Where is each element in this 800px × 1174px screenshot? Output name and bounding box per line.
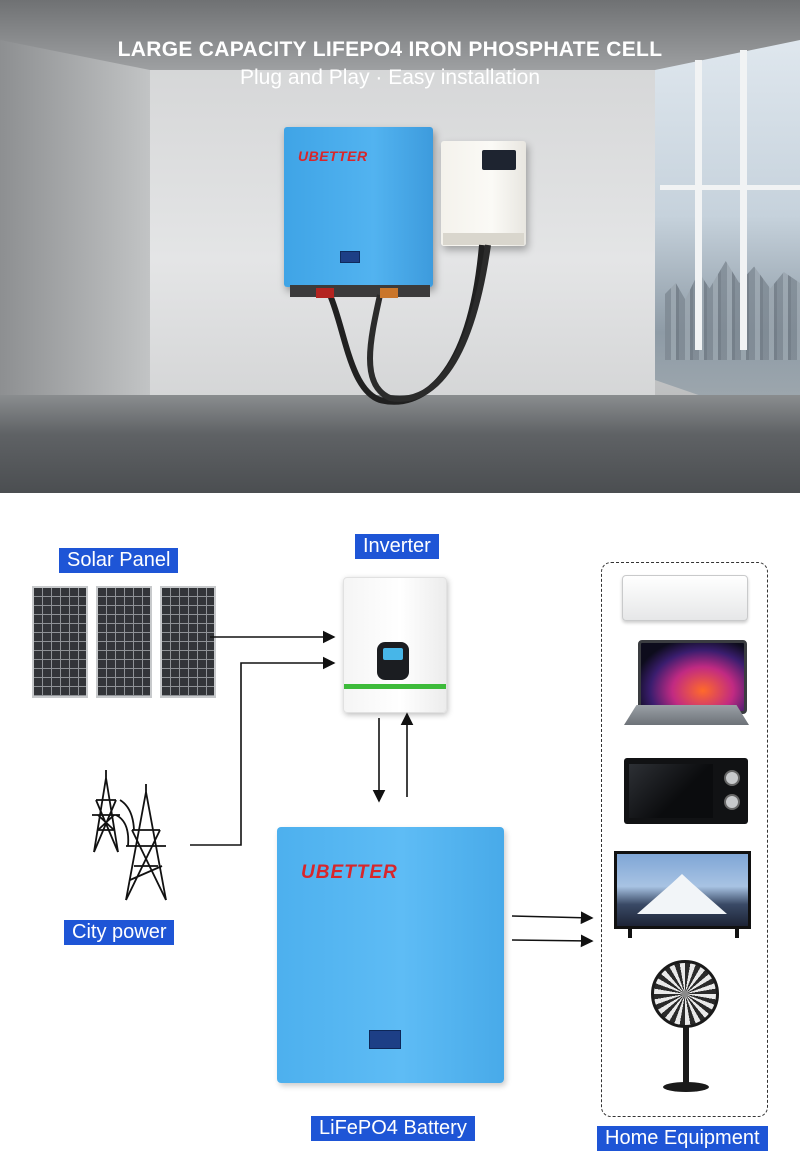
window-mullion [740, 50, 747, 350]
cable [367, 244, 491, 402]
solar-panel-icon [160, 586, 216, 698]
laptop-keyboard [624, 705, 749, 725]
tv-leg [735, 928, 739, 938]
wall-inverter-unit [441, 141, 526, 246]
inverter-terminal-cover [443, 233, 524, 245]
page-title: LARGE CAPACITY LIFEPO4 IRON PHOSPHATE CE… [117, 38, 663, 61]
battery-lcd [369, 1030, 401, 1049]
power-tower-icon [92, 770, 167, 901]
inverter-display [377, 642, 409, 680]
microwave-icon [624, 758, 748, 824]
fan-icon [651, 960, 719, 1028]
solar-panel-icon [96, 586, 152, 698]
arrow-battery-to-equipment [511, 934, 594, 948]
hero-photo: LARGE CAPACITY LIFEPO4 IRON PHOSPHATE CE… [0, 0, 800, 493]
air-conditioner-icon [622, 575, 748, 621]
tv-leg [628, 928, 632, 938]
microwave-knob [724, 770, 740, 786]
label-battery: LiFePO4 Battery [311, 1116, 475, 1141]
label-solar-panel: Solar Panel [59, 548, 179, 573]
left-wall [0, 40, 150, 430]
home-equipment-group [601, 562, 768, 1117]
wall-battery-unit: UBETTER [284, 127, 433, 287]
cable-terminal [380, 288, 398, 298]
battery-icon: UBETTER [277, 827, 504, 1083]
floor [0, 395, 800, 493]
battery-screen [340, 251, 360, 263]
inverter-stripe [344, 684, 446, 689]
brand-logo: UBETTER [301, 862, 398, 883]
tv-icon [614, 851, 751, 929]
window-mullion [695, 60, 702, 350]
arrow-battery-to-equipment [511, 911, 594, 925]
solar-panel-icon [32, 586, 88, 698]
arrow-city-to-inverter [190, 656, 336, 846]
fan-base [663, 1082, 709, 1092]
window [655, 40, 800, 430]
label-city-power: City power [64, 920, 175, 945]
label-home-equipment: Home Equipment [597, 1126, 768, 1151]
inverter-icon [343, 577, 447, 713]
hero-cables [316, 244, 491, 405]
microwave-door [629, 764, 713, 818]
laptop-icon [638, 640, 747, 714]
microwave-knob [724, 794, 740, 810]
cable-terminal [316, 288, 334, 298]
window-transom [660, 185, 800, 190]
page-subtitle: Plug and Play · Easy installation [240, 66, 540, 89]
fan-pole [683, 1027, 689, 1085]
inverter-screen [482, 150, 516, 170]
ceiling [0, 0, 800, 70]
label-inverter: Inverter [355, 534, 439, 559]
brand-logo: UBETTER [298, 148, 368, 164]
